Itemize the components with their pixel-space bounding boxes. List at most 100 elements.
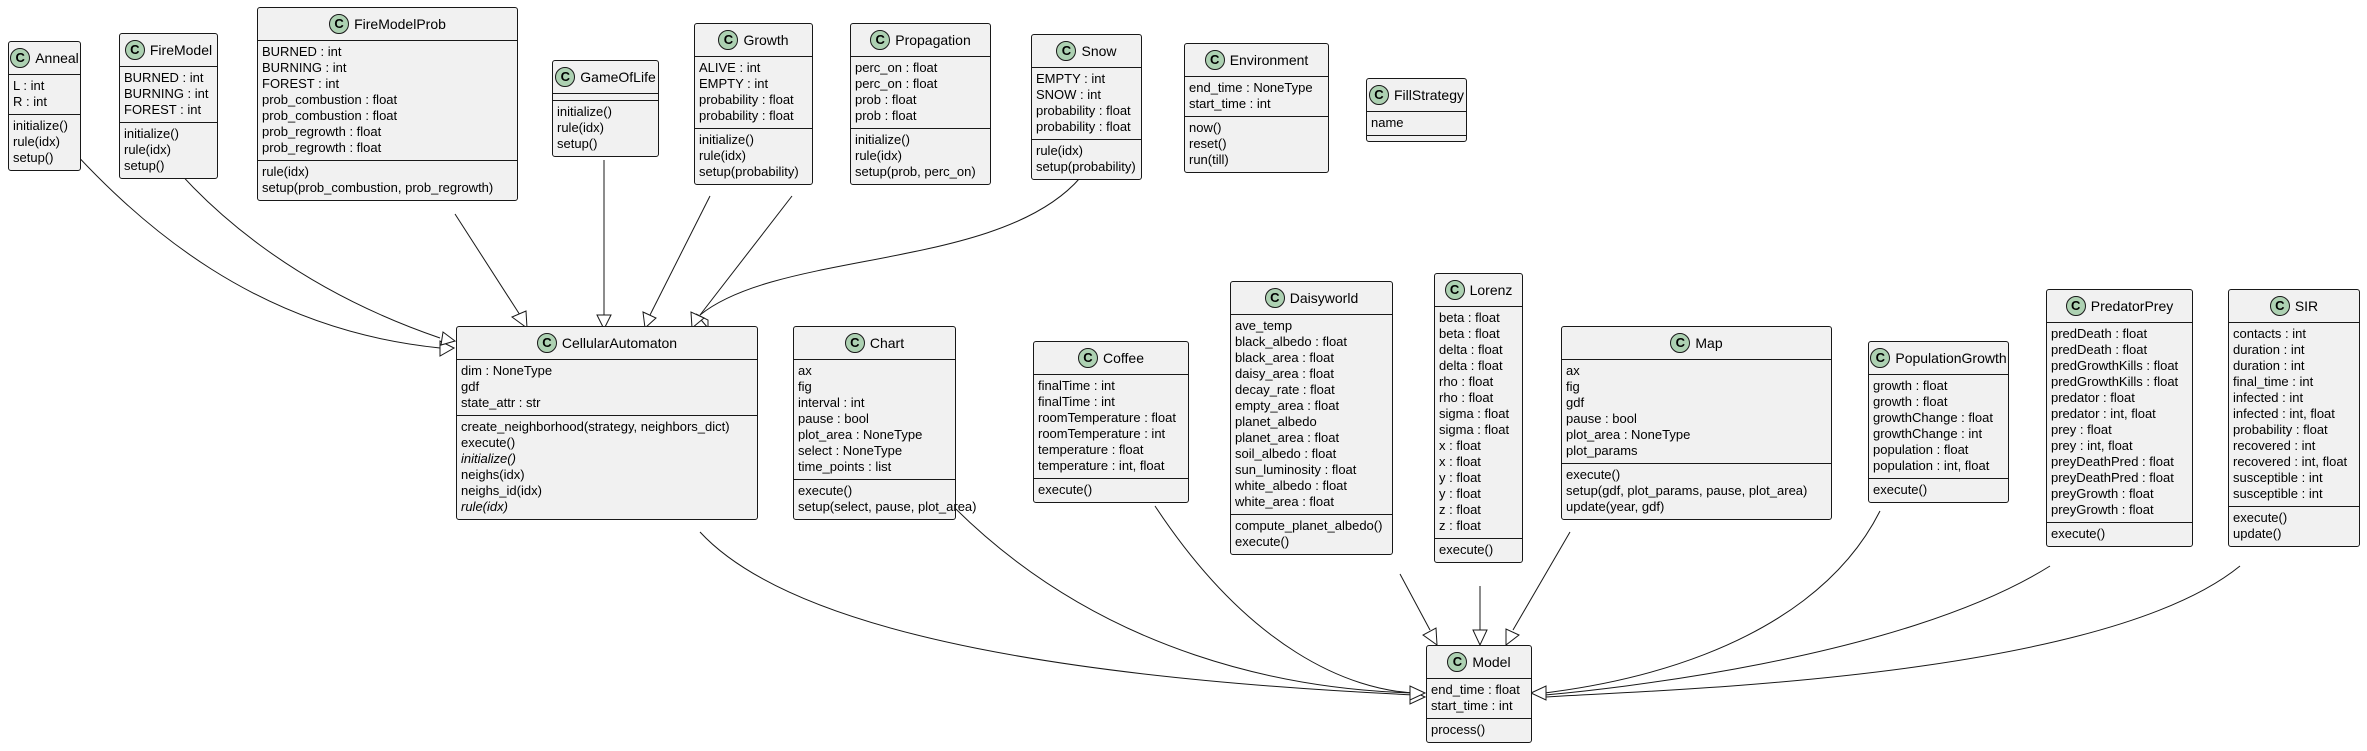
edge-propagation-to-cellularautomaton	[699, 195, 793, 316]
class-attribute: ax	[1566, 363, 1580, 378]
class-name: FillStrategy	[1393, 87, 1465, 103]
class-method: update(year, gdf)	[1566, 499, 1665, 514]
class-method: execute()	[1038, 482, 1093, 497]
class-attribute: rho : float	[1439, 374, 1494, 389]
arrowhead-model	[1422, 627, 1438, 647]
class-attribute: prob : float	[855, 108, 917, 123]
class-attribute: probability : float	[699, 108, 794, 123]
class-method-abstract: initialize()	[461, 451, 516, 466]
class-method: reset()	[1189, 136, 1227, 151]
class-c-icon: C	[1447, 652, 1468, 672]
class-attribute: y : float	[1439, 470, 1481, 485]
class-method: neighs_id(idx)	[461, 483, 542, 498]
class-method: execute()	[2051, 526, 2106, 541]
class-name: Propagation	[895, 32, 971, 48]
class-attribute: pause : bool	[1566, 411, 1637, 426]
class-attribute: black_albedo : float	[1235, 334, 1348, 349]
edge-firemodelprob-to-cellularautomaton	[454, 213, 521, 316]
class-name: PredatorPrey	[2090, 298, 2174, 314]
arrowhead-cellularautomaton	[510, 310, 528, 330]
class-attribute: y : float	[1439, 486, 1481, 501]
class-attribute: fig	[1566, 379, 1580, 394]
class-attribute: duration : int	[2233, 342, 2305, 357]
class-attribute: end_time : NoneType	[1189, 80, 1313, 95]
class-attribute: probability : float	[2233, 422, 2328, 437]
class-method: setup()	[13, 150, 54, 165]
arrowhead-model	[1409, 685, 1427, 701]
class-attribute: gdf	[461, 379, 480, 394]
class-method: setup(prob_combustion, prob_regrowth)	[262, 180, 494, 195]
class-c-icon: C	[2269, 296, 2290, 316]
edge-populationgrowth-to-model	[1544, 510, 1881, 694]
class-attribute: growth : float	[1873, 394, 1948, 409]
class-attribute: growth : float	[1873, 378, 1948, 393]
edge-sir-to-model	[1544, 565, 2241, 698]
class-c-icon: C	[124, 40, 145, 60]
class-name: Daisyworld	[1289, 290, 1359, 306]
class-name: Chart	[869, 335, 905, 351]
class-attribute: empty_area : float	[1235, 398, 1340, 413]
class-attribute: beta : float	[1439, 310, 1500, 325]
class-name: CellularAutomaton	[561, 335, 678, 351]
class-method: run(till)	[1189, 152, 1229, 167]
class-attribute: name	[1371, 115, 1404, 130]
class-attribute: population : float	[1873, 442, 1969, 457]
edge-snow-to-cellularautomaton	[699, 177, 1081, 316]
class-attribute: probability : float	[699, 92, 794, 107]
class-c-icon: C	[1264, 288, 1285, 308]
class-method: rule(idx)	[699, 148, 746, 163]
class-attribute: select : NoneType	[798, 443, 903, 458]
class-attribute: predGrowthKills : float	[2051, 358, 2179, 373]
class-attribute: infected : int, float	[2233, 406, 2335, 421]
class-method: setup(gdf, plot_params, pause, plot_area…	[1566, 483, 1808, 498]
class-c-icon: C	[536, 333, 557, 353]
edge-cellularautomaton-to-model	[699, 531, 1416, 696]
class-attribute: dim : NoneType	[461, 363, 553, 378]
class-attribute: infected : int	[2233, 390, 2304, 405]
class-method: neighs(idx)	[461, 467, 525, 482]
attributes-compartment	[553, 94, 658, 101]
class-attribute: sigma : float	[1439, 422, 1510, 437]
class-attribute: prey : int, float	[2051, 438, 2133, 453]
class-method: rule(idx)	[13, 134, 60, 149]
class-method-abstract: rule(idx)	[461, 499, 508, 514]
class-attribute: EMPTY : int	[699, 76, 769, 91]
class-attribute: start_time : int	[1189, 96, 1271, 111]
class-name: Model	[1472, 654, 1511, 670]
class-attribute: end_time : float	[1431, 682, 1520, 697]
class-attribute: prob_combustion : float	[262, 108, 398, 123]
class-attribute: planet_area : float	[1235, 430, 1340, 445]
class-method: execute()	[2233, 510, 2288, 525]
class-attribute: sun_luminosity : float	[1235, 462, 1357, 477]
class-attribute: preyDeathPred : float	[2051, 470, 2174, 485]
class-c-icon: C	[1870, 348, 1891, 368]
class-c-icon: C	[1670, 333, 1691, 353]
class-c-icon: C	[718, 30, 739, 50]
class-method: process()	[1431, 722, 1486, 737]
class-method: rule(idx)	[124, 142, 171, 157]
class-method: execute()	[798, 483, 853, 498]
class-attribute: growthChange : float	[1873, 410, 1993, 425]
class-attribute: final_time : int	[2233, 374, 2314, 389]
class-method: now()	[1189, 120, 1222, 135]
class-method: rule(idx)	[262, 164, 309, 179]
